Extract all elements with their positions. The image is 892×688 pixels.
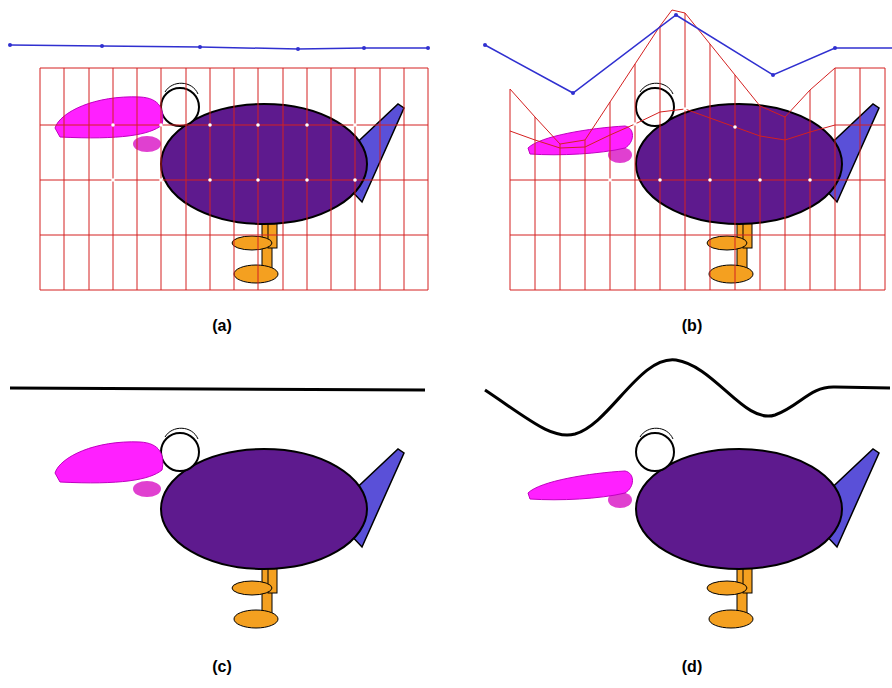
panel-label: (b) <box>682 317 702 335</box>
panel-d <box>485 360 890 628</box>
panel-label: (d) <box>682 658 702 676</box>
panel-c <box>10 388 425 628</box>
panel-label: (a) <box>212 317 232 335</box>
panel-label: (c) <box>212 658 232 676</box>
panel-a <box>8 43 430 290</box>
panel-b <box>483 10 892 290</box>
